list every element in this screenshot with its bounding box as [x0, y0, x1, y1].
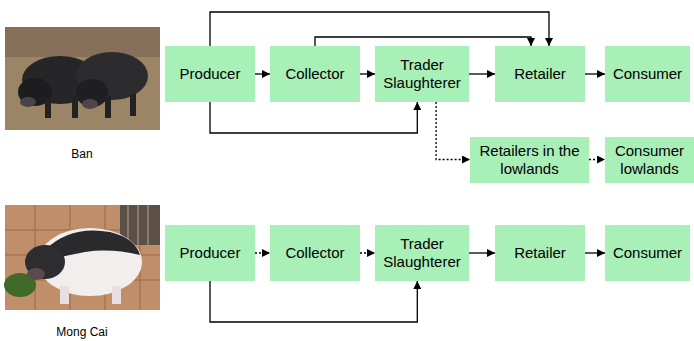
process-box: Retailer	[495, 225, 585, 281]
flow-arrow	[210, 281, 417, 322]
flow-arrow	[255, 252, 270, 253]
flow-arrow	[469, 252, 495, 253]
flow-arrow	[436, 102, 470, 160]
ban-pig-photo	[5, 27, 160, 130]
mong-cai-pig-photo	[4, 205, 160, 310]
flow-arrow	[210, 12, 549, 46]
flow-arrow	[589, 159, 605, 160]
box-label: Producer	[180, 65, 241, 83]
box-label: Retailers in the lowlands	[474, 142, 585, 178]
flow-arrow	[585, 73, 605, 74]
process-box: Retailers in the lowlands	[470, 137, 589, 183]
process-box: Consumer	[605, 225, 690, 281]
flow-arrow	[210, 102, 417, 133]
process-box: Trader Slaughterer	[375, 46, 469, 102]
flow-arrow	[315, 37, 531, 46]
process-box: Retailer	[495, 46, 585, 102]
box-label: Trader Slaughterer	[379, 56, 465, 92]
box-label: Retailer	[514, 244, 566, 262]
process-box: Trader Slaughterer	[375, 225, 469, 281]
flow-arrow	[255, 73, 270, 74]
process-box: Consumer lowlands	[605, 137, 694, 183]
box-label: Producer	[180, 244, 241, 262]
process-box: Consumer	[605, 46, 690, 102]
process-box: Producer	[165, 225, 255, 281]
box-label: Collector	[285, 65, 344, 83]
process-box: Producer	[165, 46, 255, 102]
box-label: Consumer lowlands	[609, 142, 690, 178]
box-label: Consumer	[613, 65, 682, 83]
process-box: Collector	[270, 225, 360, 281]
flow-arrow	[360, 73, 375, 74]
flow-arrow	[585, 252, 605, 253]
box-label: Retailer	[514, 65, 566, 83]
box-label: Consumer	[613, 244, 682, 262]
flow-arrow	[469, 73, 495, 74]
photo-caption: Mong Cai	[56, 325, 107, 339]
box-label: Collector	[285, 244, 344, 262]
flow-arrow	[360, 252, 375, 253]
photo-caption: Ban	[71, 147, 92, 161]
box-label: Trader Slaughterer	[379, 235, 465, 271]
process-box: Collector	[270, 46, 360, 102]
